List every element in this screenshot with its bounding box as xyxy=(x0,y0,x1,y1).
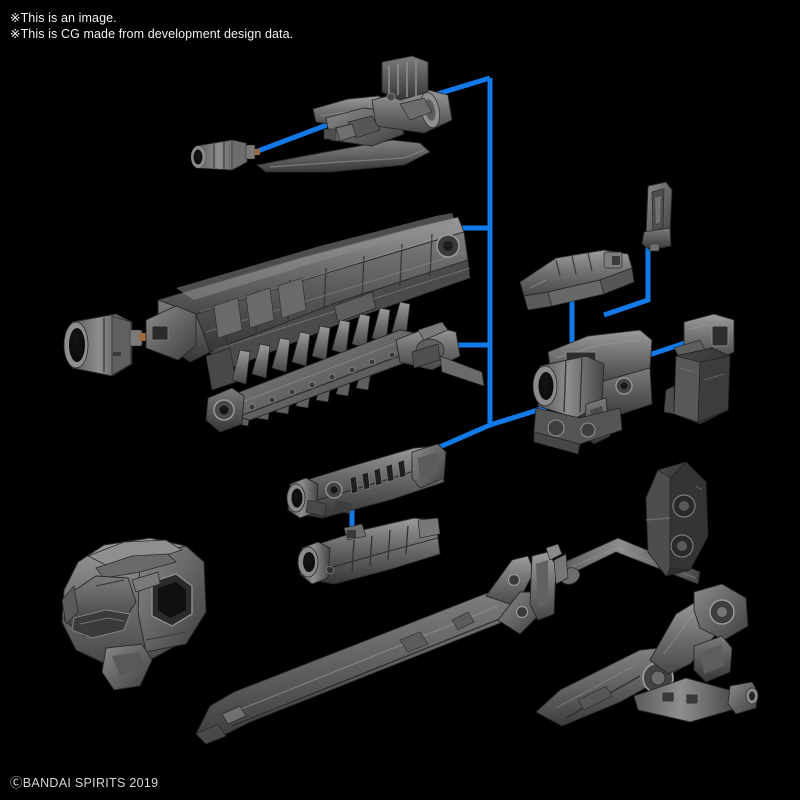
part-magazine-unit xyxy=(663,313,735,425)
part-armor-panel xyxy=(645,461,709,577)
part-claw-arm xyxy=(535,583,759,727)
connector-bracket-vert xyxy=(603,245,651,318)
part-pistol-body xyxy=(532,329,653,455)
note-line-1: ※This is an image. xyxy=(10,11,117,25)
part-top-gun-blade xyxy=(255,55,453,173)
part-chainsaw xyxy=(205,301,485,433)
connector-branch-top xyxy=(433,75,491,98)
copyright-notice: ⒸBANDAI SPIRITS 2019 xyxy=(10,776,159,790)
part-long-cannon xyxy=(145,213,471,391)
part-greatsword xyxy=(195,537,701,745)
part-long-cannon-muzzle xyxy=(63,313,147,377)
note-line-2: ※This is CG made from development design… xyxy=(10,27,294,41)
part-small-rifle-under-barrel xyxy=(297,517,441,585)
part-rail-bracket xyxy=(519,249,635,311)
part-small-rifle xyxy=(286,443,447,519)
part-head-unit xyxy=(61,537,207,691)
part-top-muzzle xyxy=(191,139,260,171)
connector-top-muzzle xyxy=(249,117,341,157)
part-small-vertical-bracket xyxy=(641,181,673,252)
